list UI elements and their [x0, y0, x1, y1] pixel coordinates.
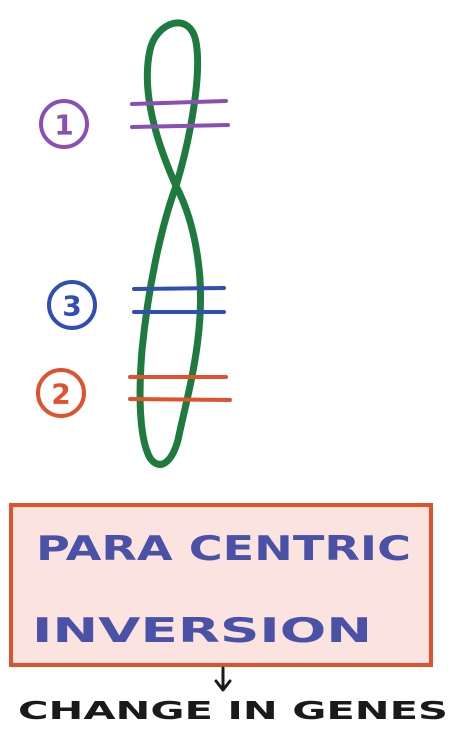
title-box: PARA CENTRIC INVERSION: [11, 505, 431, 665]
marker-1-label: 1: [54, 109, 73, 142]
marker-2: 2: [38, 370, 84, 416]
marker-1: 1: [41, 101, 87, 147]
band-2: [130, 377, 230, 400]
down-arrow-icon: [216, 668, 230, 690]
marker-3-label: 3: [62, 290, 81, 323]
band-1: [132, 101, 228, 127]
marker-2-label: 2: [51, 378, 70, 411]
caption: CHANGE IN GENES: [18, 696, 448, 725]
marker-3: 3: [49, 282, 95, 328]
title-line-1: PARA CENTRIC: [36, 529, 411, 569]
title-line-2: INVERSION: [32, 611, 372, 651]
